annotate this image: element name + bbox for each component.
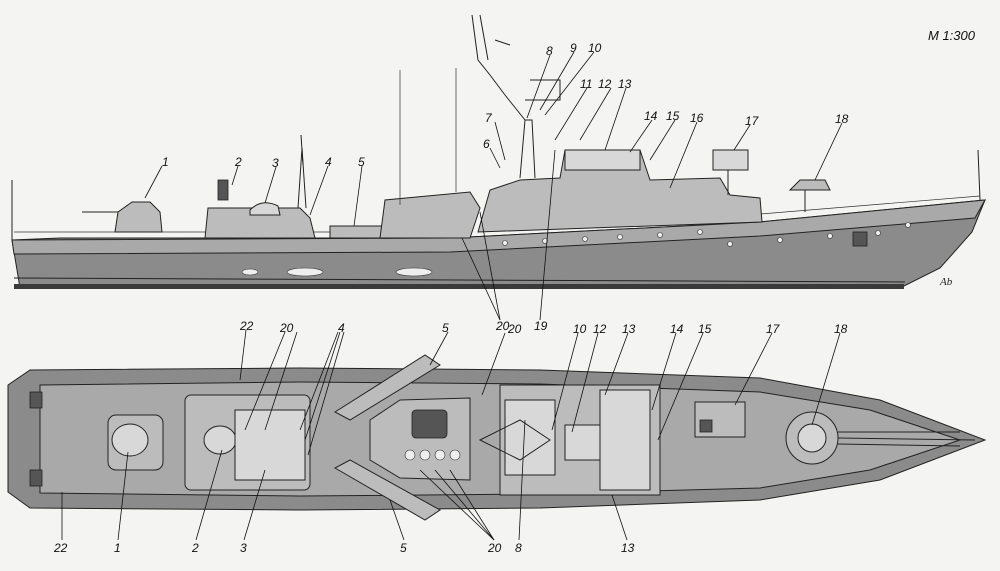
callout-19: 19 [534, 319, 548, 333]
callout-3: 3 [272, 156, 279, 170]
plan-callout-22-bottom: 22 [53, 541, 68, 555]
plan-callout-4: 4 [338, 321, 345, 335]
callout-10: 10 [588, 41, 602, 55]
callout-16: 16 [690, 111, 704, 125]
callout-17: 17 [745, 114, 760, 128]
side-mid-superstructure [379, 191, 481, 239]
side-radar-antenna [712, 149, 749, 171]
plan-callout-20-mid: 20 [507, 322, 522, 336]
plan-top-callouts: 22 20 4 5 20 10 12 13 14 15 17 18 [239, 319, 848, 336]
callout-1: 1 [162, 155, 169, 169]
callout-13: 13 [618, 77, 632, 91]
plan-callout-1: 1 [114, 541, 121, 555]
callout-12: 12 [598, 77, 612, 91]
plan-callout-12: 12 [593, 322, 607, 336]
plan-view [7, 354, 987, 521]
leader-lines [61, 51, 843, 541]
callout-14: 14 [644, 109, 658, 123]
callout-9: 9 [570, 41, 577, 55]
side-hull-upper [11, 199, 986, 255]
plan-callout-20-aft: 20 [279, 321, 294, 335]
plan-callout-8: 8 [515, 541, 522, 555]
callout-18: 18 [835, 112, 849, 126]
plan-callout-15: 15 [698, 322, 712, 336]
signature: Ab [939, 276, 953, 288]
callout-7: 7 [485, 111, 493, 125]
plan-callout-22-top: 22 [239, 319, 254, 333]
side-main-superstructure [477, 149, 763, 233]
plan-callout-5-top: 5 [442, 321, 449, 335]
side-portholes [502, 222, 911, 247]
plan-boat-bottom [333, 459, 441, 521]
plan-callout-18: 18 [834, 322, 848, 336]
plan-callout-13-bottom: 13 [621, 541, 635, 555]
plan-boat-top [334, 354, 441, 421]
plan-callout-5-bottom: 5 [400, 541, 407, 555]
side-forward-gun [788, 179, 831, 191]
side-foremast [519, 119, 536, 179]
callout-4: 4 [325, 155, 332, 169]
callout-11: 11 [580, 77, 592, 91]
plan-callout-10: 10 [573, 322, 587, 336]
plan-callout-13-top: 13 [622, 322, 636, 336]
scale-label: M 1:300 [928, 28, 976, 43]
plan-bottom-callouts: 22 1 2 3 5 20 8 13 [53, 541, 635, 555]
plan-callout-17: 17 [766, 322, 781, 336]
callout-8: 8 [546, 44, 553, 58]
side-view [11, 14, 986, 289]
callout-2: 2 [234, 155, 242, 169]
side-aft-gun-turret [114, 201, 163, 233]
callout-5: 5 [358, 155, 365, 169]
callout-15: 15 [666, 109, 680, 123]
callout-20: 20 [495, 319, 510, 333]
callout-6: 6 [483, 137, 490, 151]
plan-callout-14: 14 [670, 322, 684, 336]
side-aft-superstructure [204, 207, 316, 239]
plan-callout-3: 3 [240, 541, 247, 555]
side-view-callouts: 1 2 3 4 5 6 7 8 9 10 11 12 13 14 15 16 1… [162, 41, 849, 333]
plan-callout-20-bottom: 20 [487, 541, 502, 555]
plan-callout-2: 2 [191, 541, 199, 555]
